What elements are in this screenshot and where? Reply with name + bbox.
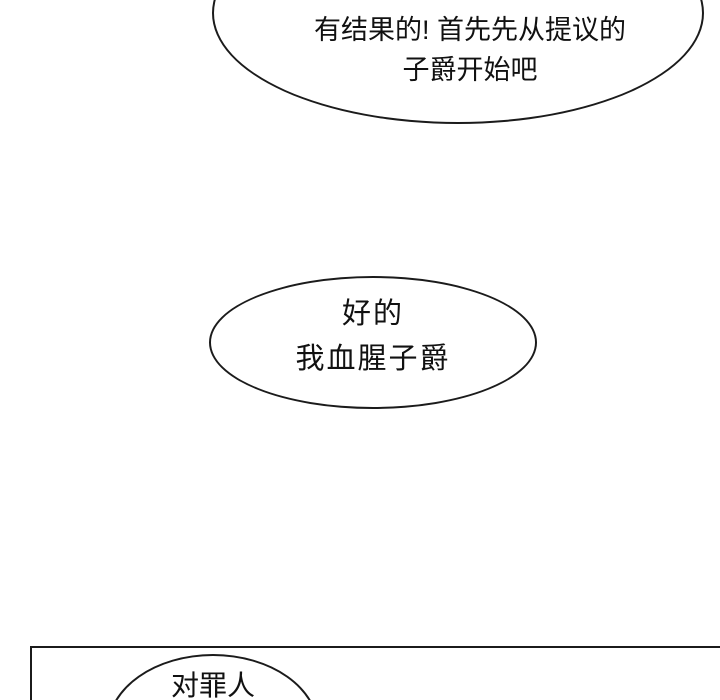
speech-bubble-top-text: 有结果的! 首先先从提议的 子爵开始吧 — [268, 10, 672, 90]
speech-bubble-bottom-text: 对罪人 — [107, 666, 319, 700]
speech-text-line: 我血腥子爵 — [295, 343, 451, 375]
panel-border — [30, 646, 720, 700]
speech-text-line: 子爵开始吧 — [402, 55, 538, 85]
speech-text-line: 对罪人 — [170, 670, 255, 700]
speech-bubble-middle-text: 好的 我血腥子爵 — [209, 292, 537, 382]
speech-text-line: 好的 — [341, 298, 404, 330]
speech-bubble-middle — [209, 276, 537, 409]
speech-text-line: 有结果的! 首先先从提议的 — [313, 15, 626, 45]
